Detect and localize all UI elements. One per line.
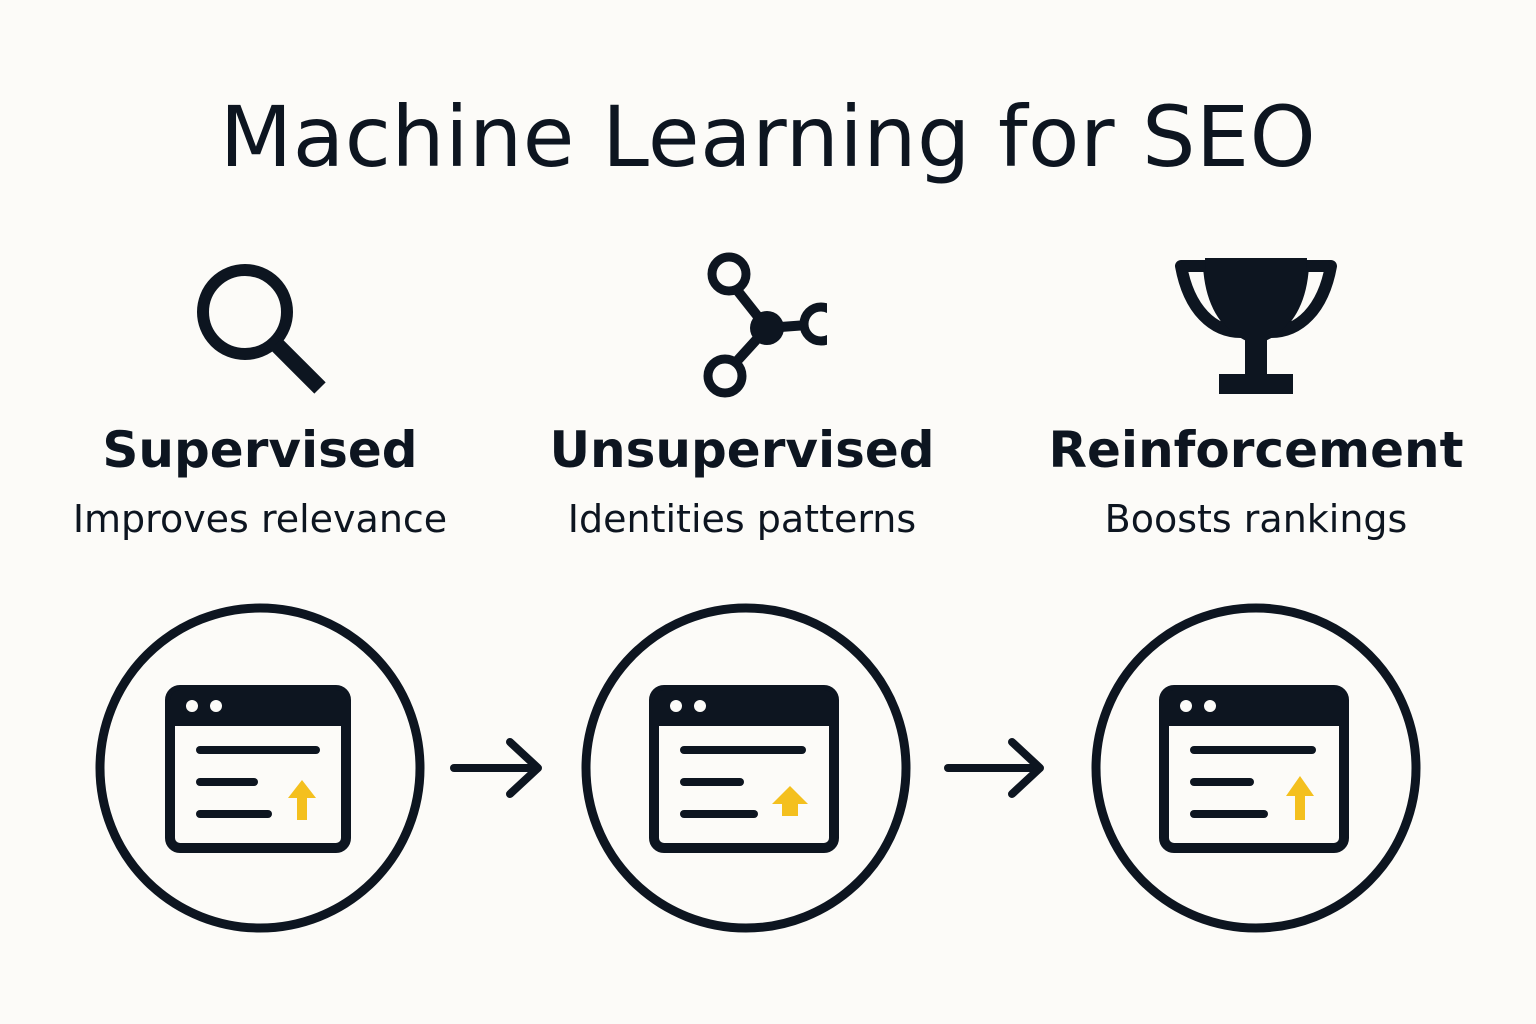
up-arrow-icon — [772, 786, 808, 816]
method-name: Unsupervised — [549, 421, 935, 479]
browser-window-icon — [649, 685, 839, 853]
method-description: Identities patterns — [567, 497, 917, 541]
network-nodes-icon — [512, 240, 972, 410]
page-title: Machine Learning for SEO — [219, 88, 1317, 186]
magnifier-icon — [30, 240, 490, 410]
flow-arrow-icon — [944, 738, 1044, 798]
method-name: Supervised — [102, 421, 418, 479]
trophy-icon — [1026, 240, 1486, 410]
method-supervised: Supervised Improves relevance — [30, 240, 490, 542]
flow-step-1 — [94, 600, 426, 940]
up-arrow-icon — [288, 780, 316, 820]
method-description: Improves relevance — [72, 497, 448, 541]
method-name: Reinforcement — [1048, 421, 1464, 479]
flow-step-2 — [578, 600, 914, 940]
up-arrow-icon — [1286, 776, 1314, 820]
method-unsupervised: Unsupervised Identities patterns — [512, 240, 972, 542]
flow-arrow-icon — [450, 738, 542, 798]
browser-window-icon — [1159, 685, 1349, 853]
method-description: Boosts rankings — [1104, 497, 1408, 541]
method-reinforcement: Reinforcement Boosts rankings — [1026, 240, 1486, 542]
flow-step-3 — [1088, 600, 1424, 940]
browser-window-icon — [165, 685, 351, 853]
